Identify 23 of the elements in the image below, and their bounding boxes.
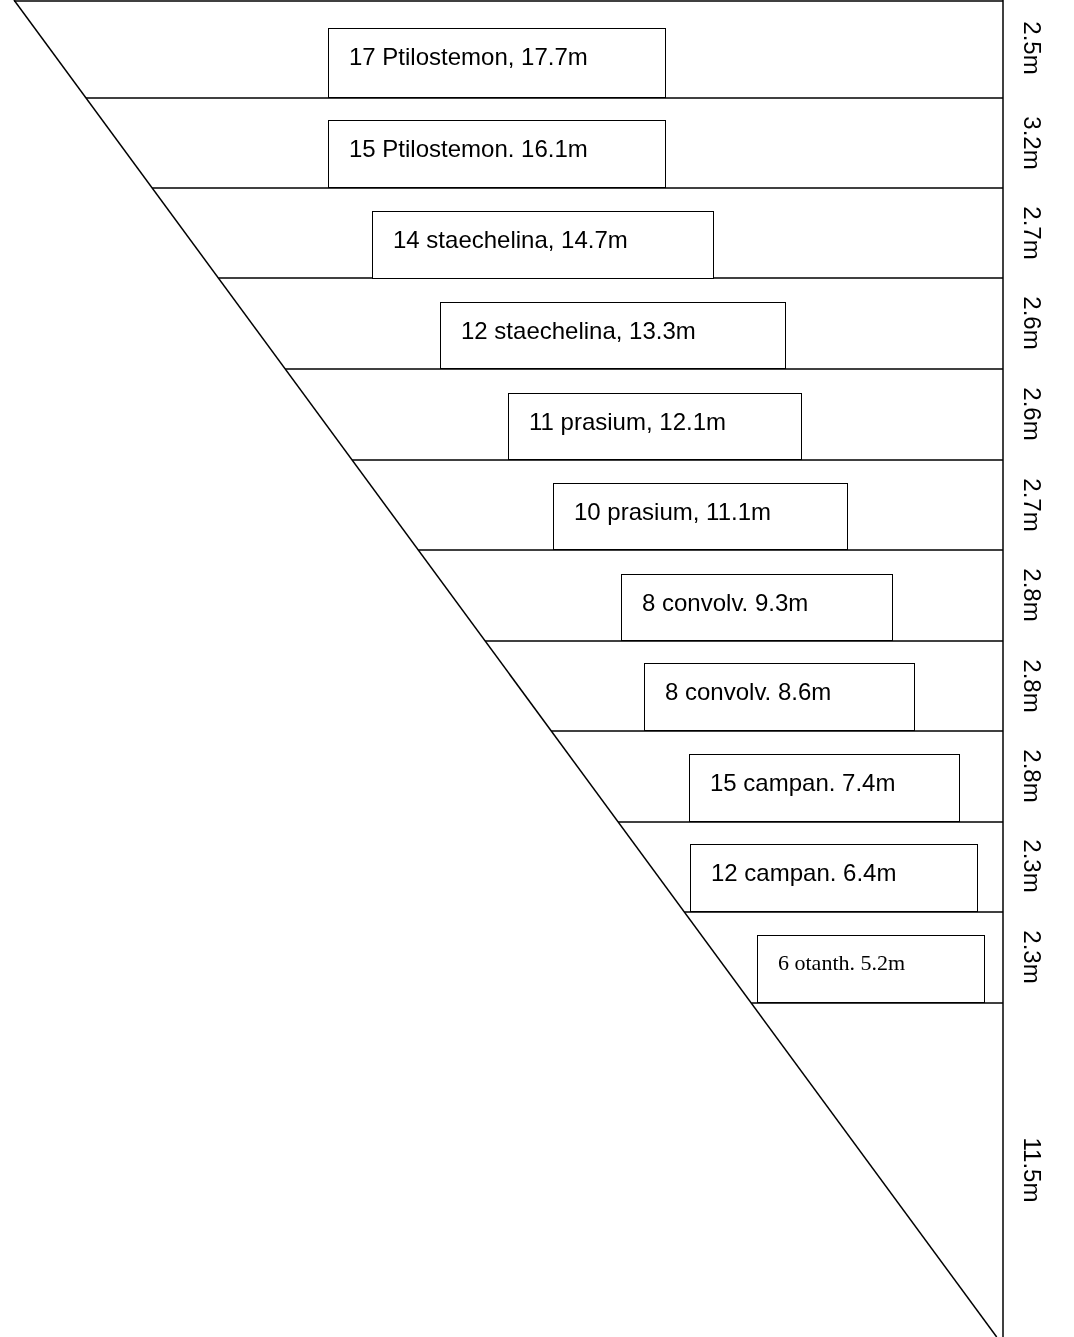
label-box: 17 Ptilostemon, 17.7m	[328, 28, 666, 98]
label-box: 12 campan. 6.4m	[690, 844, 978, 912]
label-box: 8 convolv. 8.6m	[644, 663, 915, 731]
label-box: 10 prasium, 11.1m	[553, 483, 848, 550]
dimension-label: 2.7m	[1018, 478, 1046, 532]
dimension-label: 2.3m	[1018, 839, 1046, 893]
dimension-label: 2.6m	[1018, 387, 1046, 441]
dimension-label: 2.8m	[1018, 568, 1046, 622]
label-box: 11 prasium, 12.1m	[508, 393, 802, 460]
label-box: 8 convolv. 9.3m	[621, 574, 893, 641]
dimension-label: 2.5m	[1018, 21, 1046, 75]
dimension-label: 2.7m	[1018, 206, 1046, 260]
label-box: 12 staechelina, 13.3m	[440, 302, 786, 369]
dimension-label: 2.8m	[1018, 659, 1046, 713]
dimension-label: 2.6m	[1018, 296, 1046, 350]
dimension-label: 3.2m	[1018, 116, 1046, 170]
label-box: 6 otanth. 5.2m	[757, 935, 985, 1003]
dimension-label: 2.8m	[1018, 749, 1046, 803]
label-box: 15 Ptilostemon. 16.1m	[328, 120, 666, 188]
label-box: 15 campan. 7.4m	[689, 754, 960, 822]
dimension-label: 2.3m	[1018, 930, 1046, 984]
dimension-label: 11.5m	[1018, 1137, 1046, 1203]
label-box: 14 staechelina, 14.7m	[372, 211, 714, 279]
